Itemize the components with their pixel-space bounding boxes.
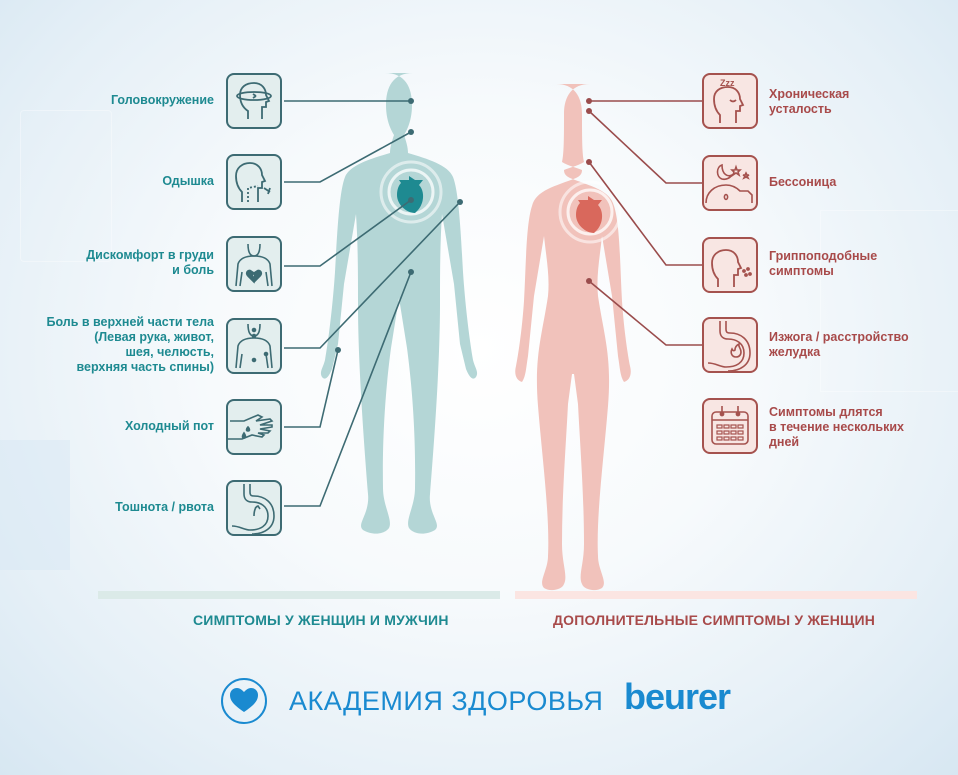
- symptom-label-flu-like: Гриппоподобные симптомы: [769, 249, 878, 278]
- shortness-of-breath-icon: [226, 154, 282, 210]
- insomnia-moon-stars-icon: [702, 155, 758, 211]
- symptom-label-duration: Симптомы длятся в течение нескольких дне…: [769, 405, 905, 449]
- symptom-label-nausea: Тошнота / рвота: [115, 500, 214, 514]
- svg-text:Zzz: Zzz: [720, 78, 735, 88]
- symptom-label-heartburn: Изжога / расстройство желудка: [769, 330, 909, 359]
- flu-cough-head-icon: [702, 237, 758, 293]
- symptom-label-chest-pain: Дискомфорт в груди и боль: [86, 248, 214, 277]
- background-hexagon: [20, 110, 112, 262]
- background-hexagon: [820, 210, 958, 392]
- sleepy-head-zzz-icon: Zzz: [702, 73, 758, 129]
- chest-pain-broken-heart-icon: [226, 236, 282, 292]
- symptom-label-dizziness: Головокружение: [110, 93, 214, 107]
- body-figures-diagram: [284, 73, 702, 591]
- background-hexagon: [0, 440, 70, 570]
- upper-body-pain-icon: [226, 318, 282, 374]
- nausea-stomach-icon: [226, 480, 282, 536]
- male-silhouette: [320, 73, 478, 534]
- symptom-label-chronic-fatigue: Хроническая усталость: [769, 87, 850, 116]
- female-silhouette: [515, 84, 631, 591]
- calendar-icon: [702, 398, 758, 454]
- beurer-logo: beurer: [624, 676, 731, 717]
- symptom-label-upper-body-pain: Боль в верхней части тела (Левая рука, ж…: [46, 315, 214, 374]
- section-title-common: СИМПТОМЫ У ЖЕНЩИН И МУЖЧИН: [193, 612, 449, 628]
- right-section-bar: [515, 591, 917, 599]
- right-connector-dots: [586, 98, 592, 284]
- academy-logo-icon: [221, 678, 267, 724]
- section-title-women: ДОПОЛНИТЕЛЬНЫЕ СИМПТОМЫ У ЖЕНЩИН: [553, 612, 876, 628]
- left-section-bar: [98, 591, 500, 599]
- symptom-label-insomnia: Бессоница: [769, 175, 837, 189]
- left-connector-dots: [335, 98, 463, 353]
- symptom-label-cold-sweat: Холодный пот: [124, 419, 214, 433]
- heartburn-stomach-flame-icon: [702, 317, 758, 373]
- left-connector-lines: [284, 100, 461, 507]
- dizziness-head-icon: [226, 73, 282, 129]
- male-heart-icon: [397, 176, 424, 213]
- symptom-label-shortness-of-breath: Одышка: [162, 174, 214, 188]
- academy-title: АКАДЕМИЯ ЗДОРОВЬЯ: [289, 686, 604, 716]
- cold-sweat-hand-icon: [226, 399, 282, 455]
- female-heart-icon: [576, 196, 603, 233]
- right-connector-lines: [588, 100, 702, 346]
